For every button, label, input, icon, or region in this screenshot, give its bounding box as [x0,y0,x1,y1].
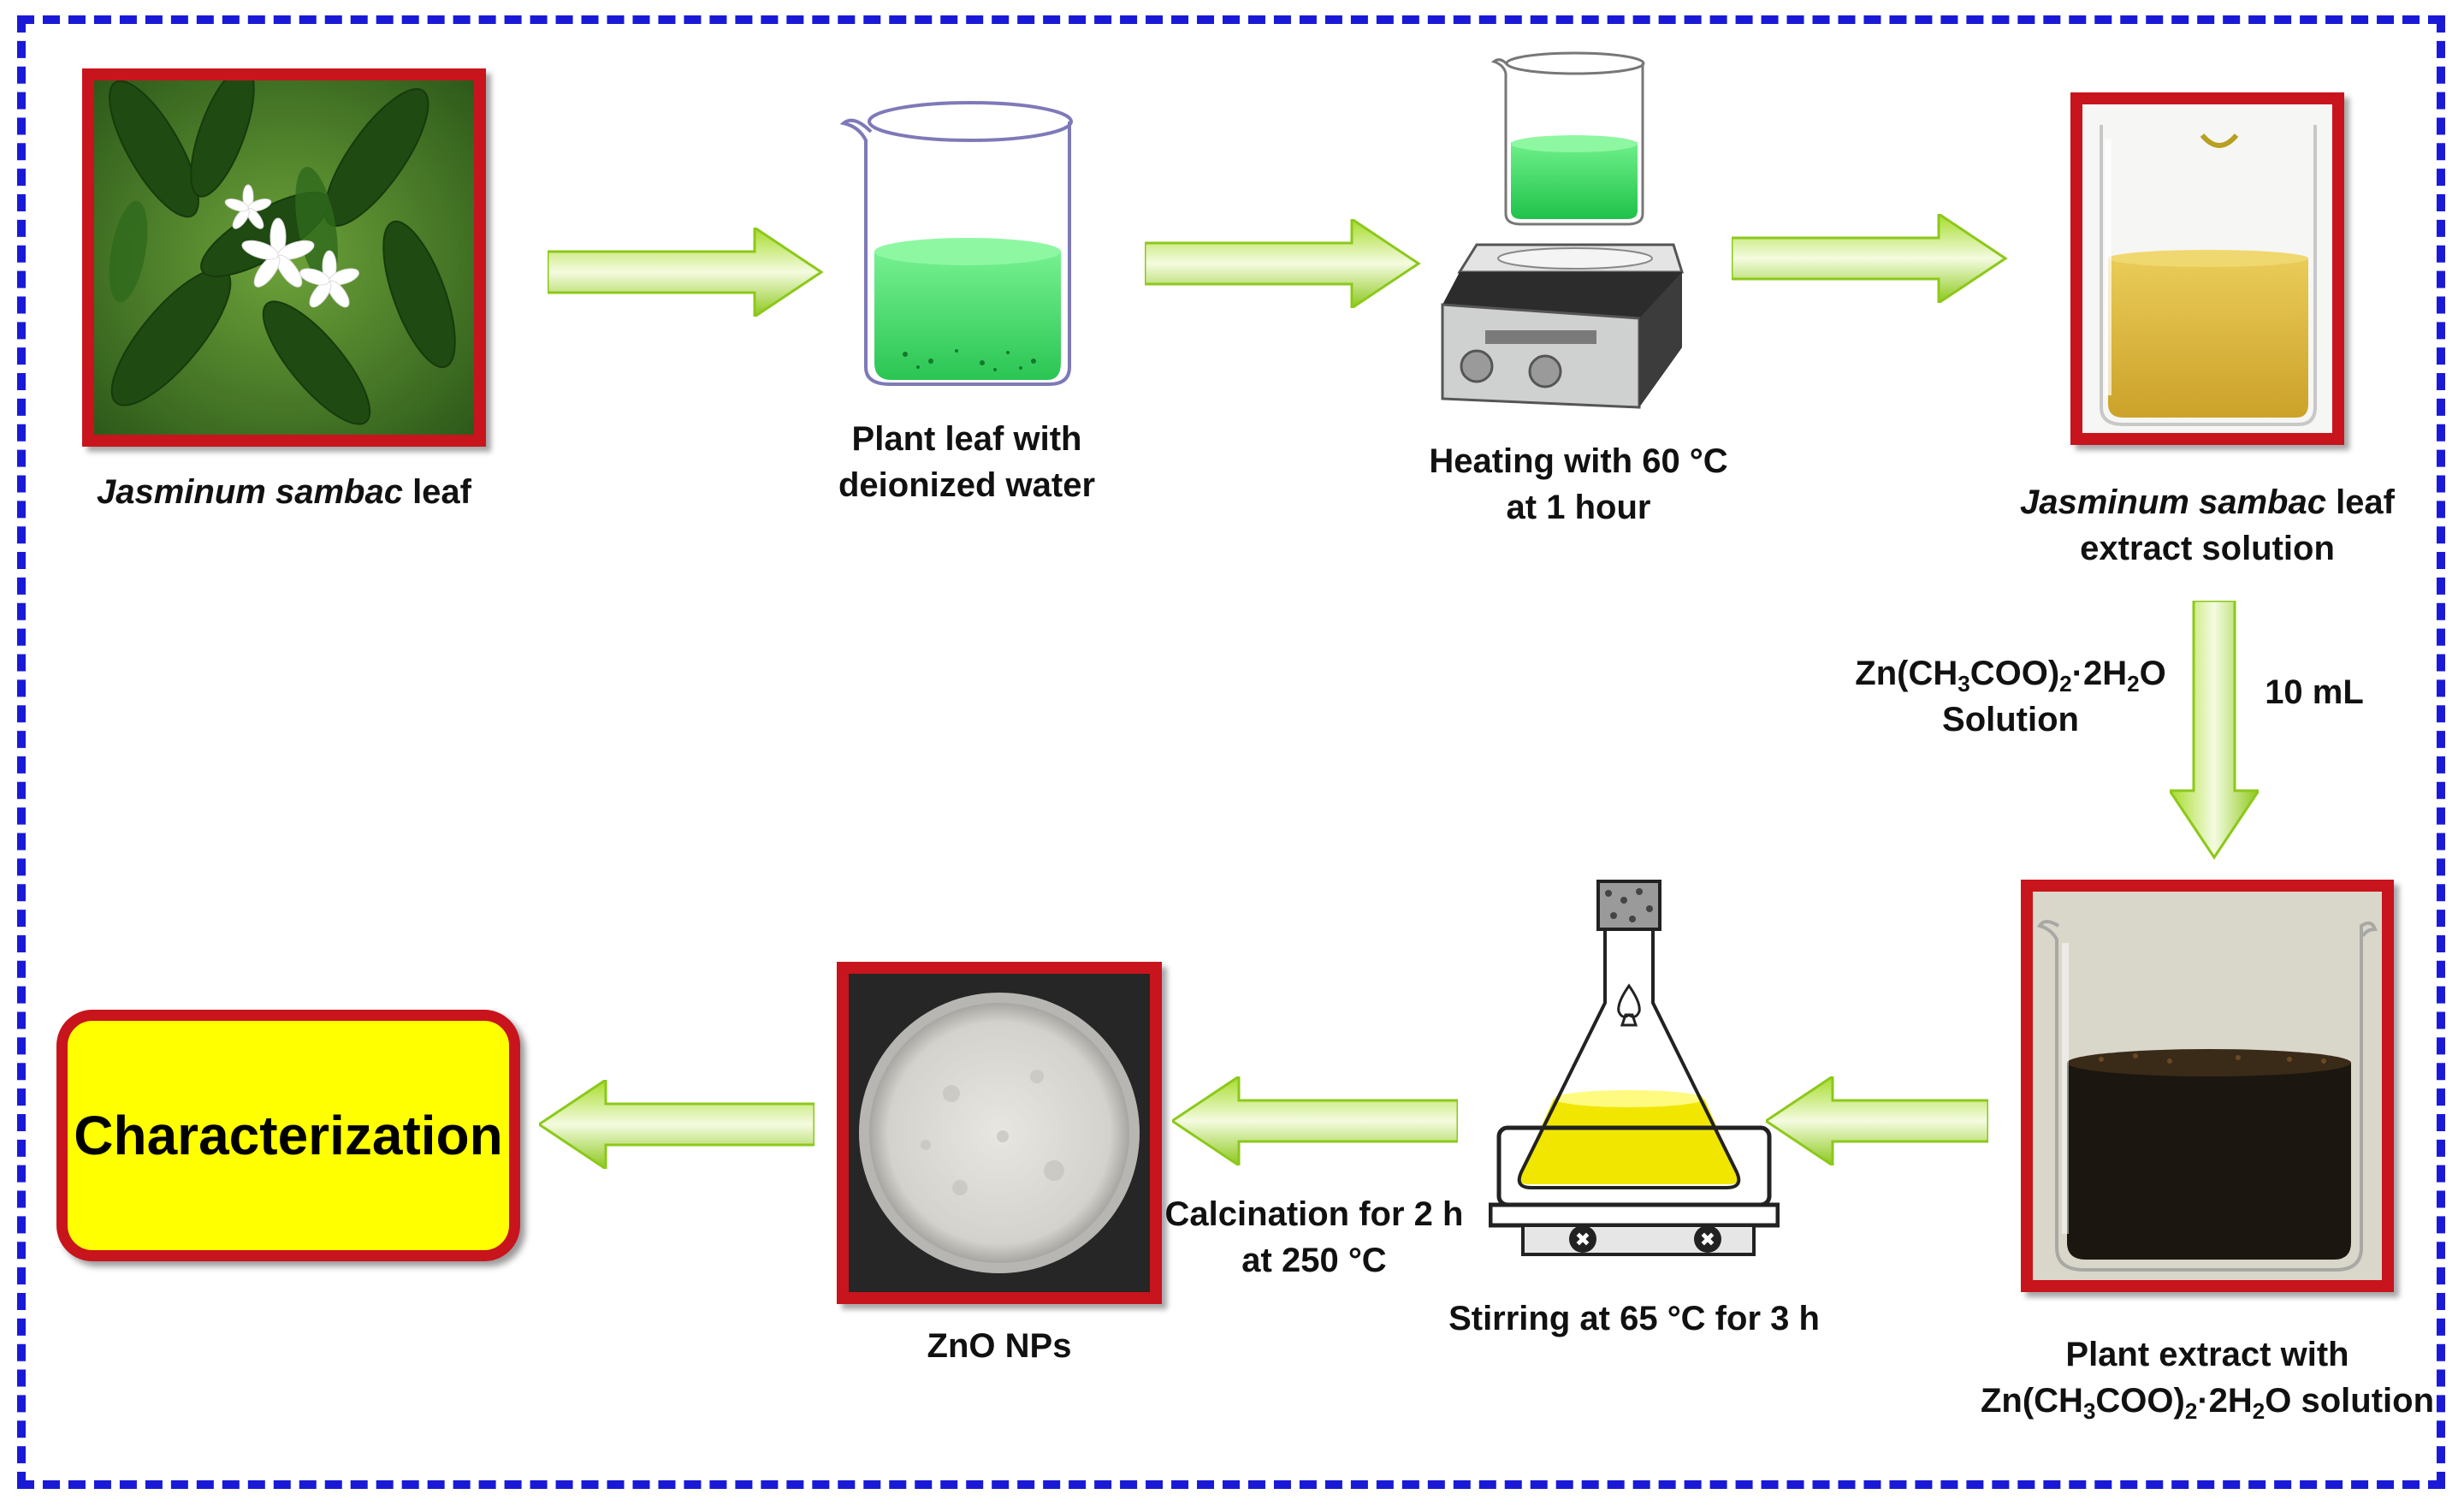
characterization-label: Characterization [74,1105,503,1166]
svg-text:✖: ✖ [1700,1230,1715,1251]
arrow-down [2170,601,2259,860]
label-extract: Jasminum sambac leaf extract solution [2020,483,2395,567]
svg-text:✖: ✖ [1575,1230,1590,1251]
arrow-right-3 [1732,214,2008,303]
arrow-left-2 [1172,1076,1458,1165]
label-mix: Plant extract with Zn(CH3COO)2·2H2O solu… [1980,1336,2435,1424]
label-zn-solution: Zn(CH3COO)2·2H2O Solution [1855,655,2166,738]
extract-photo [2070,92,2344,445]
label-plant-water: Plant leaf with deionized water [838,420,1096,504]
hotplate-icon [1441,51,1685,409]
characterization-box: Characterization [56,1010,520,1261]
stirring-flask-icon: ✖ ✖ [1489,880,1780,1256]
leaf-photo [82,68,486,447]
label-heating: Heating with 60 °C at 1 hour [1429,442,1728,526]
label-leaf: Jasminum sambac leaf [97,473,471,511]
beaker-green-icon [839,101,1073,386]
arrow-left-1 [1766,1076,1988,1165]
label-volume: 10 mL [2265,673,2364,711]
label-zno: ZnO NPs [927,1327,1072,1365]
dark-extract-photo [2021,880,2394,1292]
dashed-frame [17,15,2445,1489]
arrow-right-1 [548,228,824,317]
zno-photo [837,962,1162,1304]
arrow-left-3 [539,1080,814,1169]
label-stirring: Stirring at 65 °C for 3 h [1448,1300,1820,1337]
arrow-right-2 [1145,219,1421,308]
label-calcination: Calcination for 2 h at 250 °C [1164,1195,1464,1279]
